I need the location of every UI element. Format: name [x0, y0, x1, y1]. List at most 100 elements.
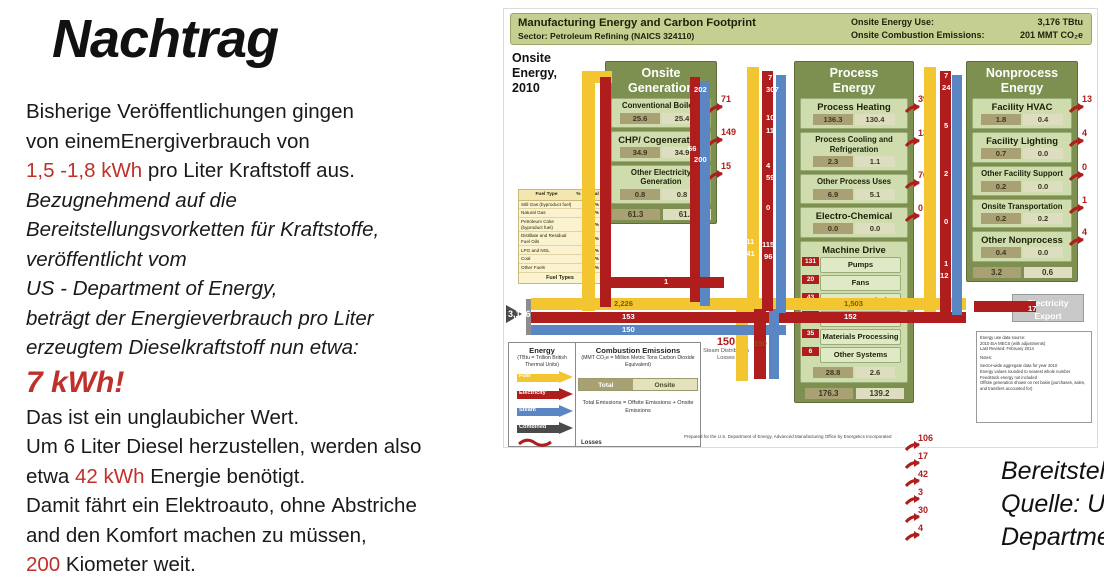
flow-value-label: 12: [940, 271, 949, 280]
note-line: Last Revised: February 2014: [980, 346, 1034, 352]
cell-total-value: 0.7: [981, 148, 1021, 159]
flow-value-label: 741: [742, 249, 755, 258]
note-line: Energy values rounded to nearest whole n…: [980, 368, 1071, 374]
flow-value-label: 0: [766, 203, 771, 212]
machine-drive-input-value: 20: [802, 274, 819, 284]
legend-arrow-row: Electricity: [511, 387, 573, 402]
fuel-name: Coal: [519, 254, 574, 264]
legend-arrow-icon: Steam: [517, 405, 575, 417]
cell-name: Facility Lighting: [986, 135, 1058, 146]
combustion-emission-value: 149: [721, 127, 737, 137]
caption-line-2: Quelle: US - Department of Energy: [1001, 490, 1104, 551]
cell-total-value: 0.8: [620, 188, 660, 200]
electricity-export-value: 17: [1028, 304, 1037, 313]
text-line: Damit fährt ein Elektroauto, ohne Abstri…: [26, 491, 496, 521]
legend-emissions-subtitle: (MMT CO₂e = Million Metric Tons Carbon D…: [581, 355, 695, 368]
flow-value-label: 1: [944, 259, 949, 268]
flow-value-label: 152: [844, 312, 857, 321]
text-line: erzeugtem Dieselkraftstoff nun etwa:: [26, 333, 496, 363]
fuel-name: Natural Gas: [519, 208, 574, 219]
emission-arrow-icon: [1069, 236, 1084, 247]
column-onsite-value: 61.1: [662, 208, 711, 220]
cell-total-value: 0.2: [981, 213, 1021, 224]
flow-pipe-fuel: [924, 67, 936, 317]
highlight-value: 7 kWh!: [26, 365, 125, 399]
cell-total-value: 34.9: [620, 146, 660, 158]
flow-value-label: 202: [694, 85, 707, 94]
text-run: 200: [26, 553, 61, 576]
header-subtitle: Sector: Petroleum Refining (NAICS 324110…: [518, 31, 695, 41]
legend-total-onsite-bar: Total Onsite: [578, 378, 698, 391]
cell-onsite-value: 0.2: [1023, 213, 1063, 224]
legend-emissions-note: Total Emissions = Offsite Emissions + On…: [582, 400, 694, 414]
text-line: 200 Kiometer weit.: [26, 550, 496, 580]
legend-arrow-icon: Combined: [517, 422, 575, 434]
flow-value-label: 96: [764, 252, 773, 261]
text-line: Das ist ein unglaubicher Wert.: [26, 403, 496, 433]
flow-value-label: 59: [766, 173, 775, 182]
cell-total-value: 2.3: [813, 156, 853, 167]
column-onsite-value: 0.6: [1023, 267, 1072, 278]
emission-arrow-icon: [708, 136, 723, 147]
flow-value-label: 307: [766, 85, 779, 94]
fuel-table-th-name: Fuel Type: [519, 190, 574, 201]
legend-arrow-label: Combined: [519, 424, 547, 430]
emission-arrow-icon: [708, 103, 723, 114]
text-run: US - Department of Energy,: [26, 277, 278, 300]
text-run: erzeugtem Dieselkraftstoff nun etwa:: [26, 336, 359, 359]
flow-value-label: 66: [688, 144, 697, 153]
cell-name: CHP/ Cogeneration: [618, 133, 704, 145]
legend-arrow-icon: Electricity: [517, 388, 575, 400]
flow-pipe-elec: [754, 309, 766, 379]
input-arrow-icon: [506, 305, 522, 323]
legend-emissions-title: Combustion Emissions: [595, 346, 681, 355]
flow-pipe-steam: [700, 81, 710, 306]
diagram-caption: Bereitstellungsvorkette Quelle: US - Dep…: [1001, 455, 1104, 554]
flow-value-label: 153: [622, 312, 635, 321]
flow-pipe-fuel: [747, 67, 759, 317]
cell-total-value: 0.2: [981, 180, 1021, 192]
page-title: Nachtrag: [52, 9, 279, 69]
cell-name: Electro-Chemical: [815, 209, 893, 221]
flow-value-label: 2,226: [614, 299, 634, 308]
text-line: Bisherige Veröffentlichungen gingen: [26, 97, 496, 127]
footprint-canvas: Manufacturing Energy and Carbon Footprin…: [503, 8, 1098, 542]
machine-drive-label: Materials Processing: [820, 328, 901, 345]
text-line: veröffentlicht vom: [26, 245, 496, 275]
cell-name: Other Facility Support: [981, 169, 1063, 178]
steam-losses-caption: Steam Distribution Losses: [703, 348, 749, 361]
fuel-name: Still Gas (byproduct fuel): [519, 200, 574, 210]
text-run: von einemEnergiverbrauch von: [26, 129, 310, 153]
flow-pipe-elec: [690, 77, 700, 302]
metric-2-value: 201 MMT CO₂e: [1019, 30, 1083, 40]
flow-value-label: 7: [768, 73, 773, 82]
cell-onsite-value: 34.9: [662, 146, 702, 158]
combustion-emission-value: 71: [721, 94, 732, 104]
emission-arrow-icon: [1069, 103, 1084, 114]
cell-onsite-value: 0.0: [1023, 148, 1063, 159]
flow-pipe-steam: [952, 75, 962, 315]
cell-onsite-value: 0.8: [662, 188, 702, 200]
text-run: Bezugnehmend auf die: [26, 188, 237, 212]
emission-arrow-icon: [905, 495, 920, 506]
metric-1-label: Onsite Energy Use:: [851, 17, 935, 27]
